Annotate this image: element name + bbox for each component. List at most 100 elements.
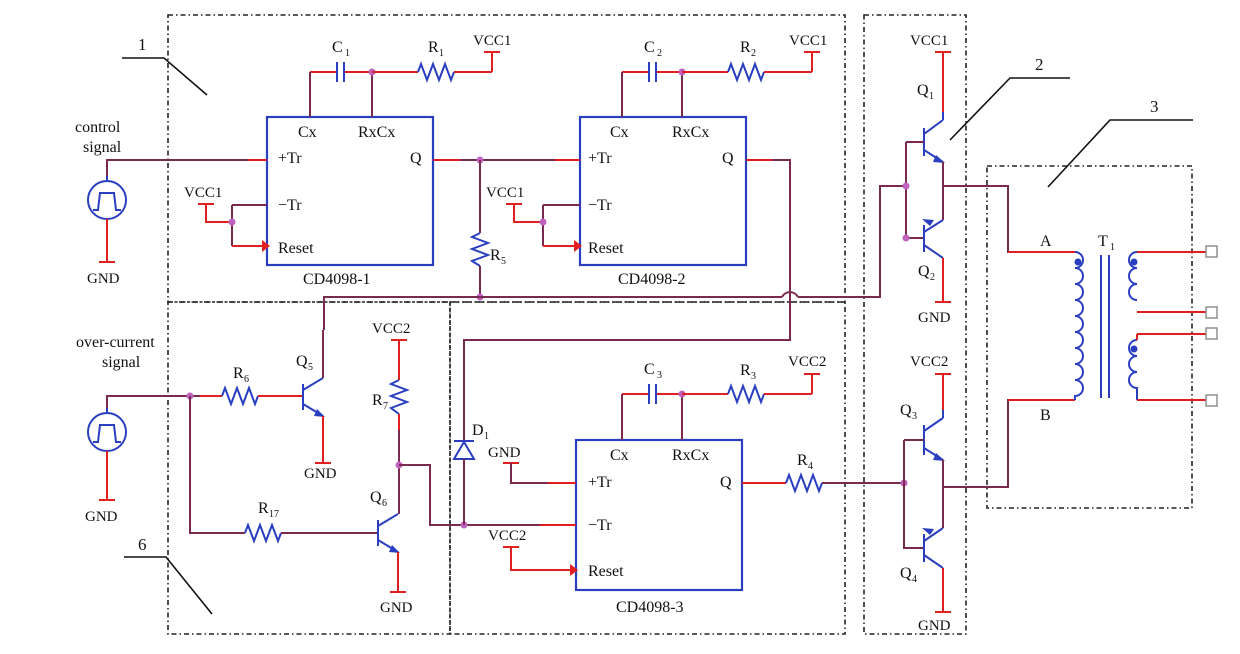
vcc2-supply-ic3: VCC2 (788, 354, 826, 394)
svg-text:2: 2 (1035, 55, 1044, 74)
svg-text:6: 6 (382, 498, 387, 509)
svg-text:GND: GND (87, 271, 120, 287)
svg-text:Reset: Reset (588, 563, 624, 580)
svg-text:+Tr: +Tr (588, 474, 612, 491)
svg-text:6: 6 (138, 535, 147, 554)
svg-text:VCC2: VCC2 (788, 354, 826, 370)
over-current-signal-label: over-current signal (76, 334, 155, 371)
svg-text:+Tr: +Tr (278, 150, 302, 167)
svg-text:3: 3 (751, 371, 756, 382)
svg-text:CD4098-3: CD4098-3 (616, 599, 684, 616)
c1-capacitor: C 1 (310, 39, 372, 82)
svg-text:CD4098-1: CD4098-1 (303, 271, 371, 288)
svg-text:5: 5 (308, 362, 313, 373)
r2-resistor: R 2 (682, 39, 812, 83)
svg-text:T: T (1098, 233, 1108, 250)
over-current-pulse-source-icon (87, 408, 127, 452)
svg-text:VCC1: VCC1 (486, 185, 524, 201)
gnd-control-source: GND (87, 219, 120, 287)
callout-1: 1 (122, 35, 208, 96)
module-box-6 (167, 301, 451, 635)
callout-3: 3 (1047, 97, 1193, 188)
svg-text:CD4098-2: CD4098-2 (618, 271, 686, 288)
svg-text:VCC2: VCC2 (910, 354, 948, 370)
svg-text:RxCx: RxCx (672, 124, 709, 141)
svg-text:2: 2 (751, 48, 756, 59)
r1-resistor: R 1 (372, 39, 492, 83)
svg-text:R: R (490, 247, 501, 264)
svg-text:+Tr: +Tr (588, 150, 612, 167)
svg-text:1: 1 (138, 35, 147, 54)
svg-text:R: R (740, 362, 751, 379)
svg-text:D: D (472, 422, 484, 439)
vcc2-supply-q3: VCC2 (910, 354, 951, 410)
svg-text:Q: Q (720, 474, 732, 491)
svg-text:Q: Q (900, 402, 912, 419)
svg-text:5: 5 (501, 256, 506, 267)
svg-text:Cx: Cx (610, 124, 629, 141)
control-signal-label: control signal (75, 119, 122, 156)
svg-text:signal: signal (102, 354, 141, 371)
svg-text:Q: Q (917, 82, 929, 99)
svg-text:B: B (1040, 407, 1051, 424)
svg-text:VCC2: VCC2 (488, 528, 526, 544)
module-box-1 (167, 14, 846, 303)
d1-diode: D 1 (452, 422, 489, 460)
vcc1-supply-ic2: VCC1 (789, 33, 827, 72)
svg-text:7: 7 (383, 401, 388, 412)
gnd-q6: GND (380, 552, 413, 616)
svg-text:R: R (428, 39, 439, 56)
svg-text:VCC1: VCC1 (184, 185, 222, 201)
svg-text:Q: Q (410, 150, 422, 167)
svg-text:1: 1 (484, 431, 489, 442)
svg-text:2: 2 (930, 272, 935, 283)
vcc1-supply-q1: VCC1 (910, 33, 951, 112)
module-box-ic3 (449, 301, 846, 635)
svg-text:C: C (644, 39, 655, 56)
gnd-q4: GND (918, 568, 951, 634)
vcc2-supply-r7: VCC2 (372, 321, 410, 380)
svg-text:3: 3 (657, 370, 662, 381)
gnd-over-current-source: GND (85, 451, 118, 525)
svg-text:R: R (258, 500, 269, 517)
vcc2-supply-ic3-reset: VCC2 (488, 528, 578, 576)
r17-resistor: R 17 (244, 500, 378, 544)
svg-text:1: 1 (1110, 242, 1115, 253)
svg-text:over-current: over-current (76, 334, 155, 351)
svg-text:C: C (332, 39, 343, 56)
ic-cd4098-1: Cx RxCx +Tr Q −Tr Reset CD4098-1 (265, 115, 435, 288)
svg-text:Q: Q (722, 150, 734, 167)
svg-text:−Tr: −Tr (588, 197, 612, 214)
module-box-3 (986, 165, 1193, 509)
svg-text:1: 1 (929, 91, 934, 102)
ic-cd4098-3: Cx RxCx +Tr Q −Tr Reset CD4098-3 (574, 438, 744, 616)
svg-text:VCC1: VCC1 (910, 33, 948, 49)
svg-text:GND: GND (85, 509, 118, 525)
svg-text:−Tr: −Tr (588, 517, 612, 534)
svg-text:Q: Q (900, 565, 912, 582)
control-pulse-source-icon (87, 176, 127, 220)
callout-2: 2 (949, 55, 1070, 141)
svg-text:GND: GND (304, 466, 337, 482)
r6-resistor: R 6 (200, 365, 303, 407)
svg-text:Cx: Cx (610, 447, 629, 464)
q5-transistor: Q 5 (296, 353, 325, 417)
callout-6: 6 (124, 535, 213, 615)
vcc1-supply-ic2-tr: VCC1 (486, 185, 543, 223)
svg-text:GND: GND (380, 600, 413, 616)
svg-text:R: R (372, 392, 383, 409)
q1-transistor: Q 1 (917, 82, 945, 163)
svg-text:VCC1: VCC1 (473, 33, 511, 49)
svg-text:GND: GND (918, 618, 951, 634)
svg-text:1: 1 (345, 48, 350, 59)
gnd-q5: GND (304, 416, 337, 482)
svg-text:R: R (797, 452, 808, 469)
svg-text:1: 1 (439, 48, 444, 59)
svg-text:Q: Q (370, 489, 382, 506)
transformer-t1: A B T 1 (1040, 233, 1218, 424)
svg-text:RxCx: RxCx (358, 124, 395, 141)
svg-text:VCC2: VCC2 (372, 321, 410, 337)
q3-transistor: Q 3 (900, 402, 945, 461)
svg-text:4: 4 (912, 574, 917, 585)
